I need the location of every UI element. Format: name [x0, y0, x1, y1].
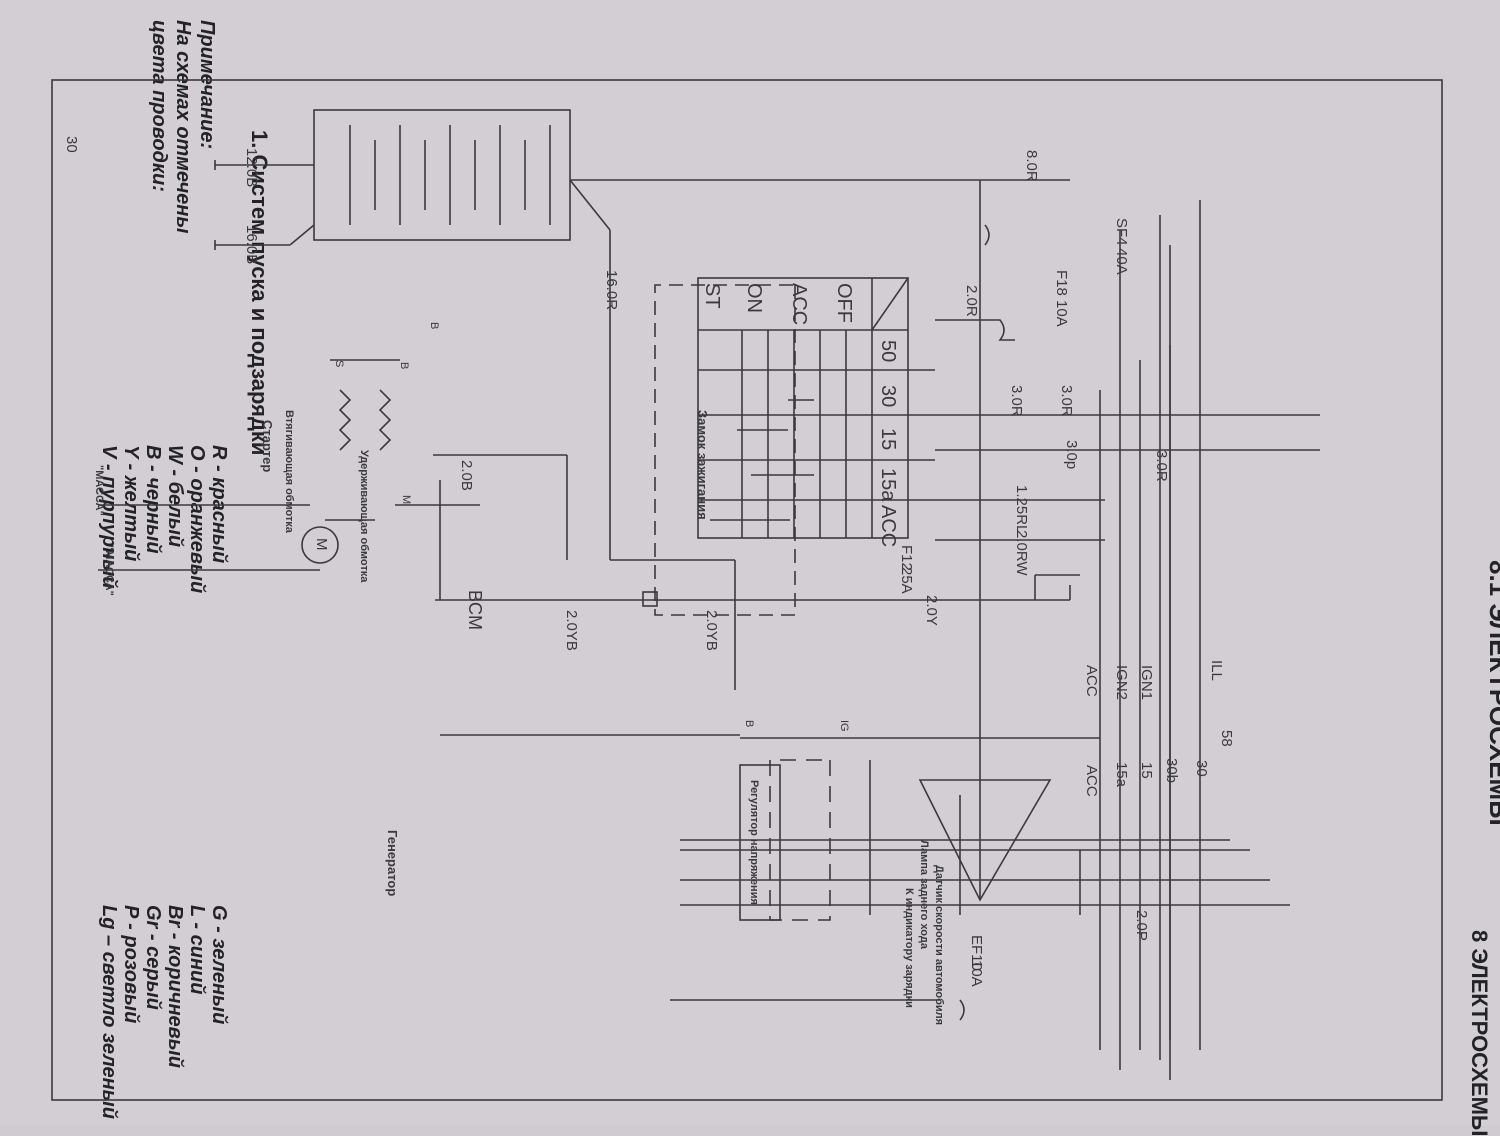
ign-term-50: 50: [877, 340, 899, 362]
fuse-sf4-rating: 40A: [1113, 248, 1130, 275]
bus-30: 30: [1193, 760, 1210, 777]
wire-2y: 2.0Y: [923, 595, 940, 626]
regulator-label: Регулятор напряжения: [748, 780, 760, 905]
wire-2yb-b: 2.0YB: [703, 610, 720, 651]
wire-16r: 16.0R: [603, 270, 620, 311]
fuse-f12-rating: 25A: [898, 567, 915, 594]
starter-term-b-top: B: [428, 322, 440, 330]
bus-ign2: IGN2: [1113, 665, 1130, 701]
battery-box: [313, 109, 571, 241]
wire-125rl: 1.25RL: [1013, 485, 1030, 534]
starter-hold-coil: Удерживающая обмотка: [358, 450, 370, 583]
bus-58: 58: [1218, 730, 1235, 747]
regulator-box: [739, 764, 781, 921]
starter-motor-label: M: [313, 538, 330, 551]
line-30-label: 30: [63, 136, 80, 153]
wire-8r: 8.0R: [1023, 150, 1040, 182]
wire-3r-a: 3.0R: [1058, 385, 1075, 417]
starter-term-b: B: [398, 362, 410, 370]
starter-title: Стартер: [260, 420, 275, 473]
bus-acc-a: ACC: [1083, 665, 1100, 697]
ign-term-15: 15: [877, 428, 899, 450]
ign-term-15a: 15a: [877, 468, 899, 502]
diagram-frame: [51, 79, 1443, 1101]
ign-term-30: 30: [877, 385, 899, 407]
bus-30b: 30b: [1163, 758, 1180, 784]
bus-acc-b: ACC: [1083, 765, 1100, 797]
fuse-sf4-name: SF4: [1113, 218, 1130, 246]
bus-ign1: IGN1: [1138, 665, 1155, 701]
wire-3r-c: 3.0R: [1153, 450, 1170, 482]
wire-2b: 2.0B: [458, 460, 475, 491]
ignition-switch-title: Замок зажигания: [695, 410, 710, 520]
wire-2rw: 2.0RW: [1013, 530, 1030, 576]
ign-pos-off: OFF: [833, 283, 855, 323]
wire-3r-b: 3.0R: [1008, 385, 1025, 417]
starter-motor-symbol: [301, 526, 339, 564]
ign-pos-st: ST: [701, 283, 723, 309]
wire-3p: 3.0p: [1063, 440, 1080, 470]
output-charge-indicator: К индикатору зарядки: [903, 888, 915, 1008]
bus-15: 15: [1138, 762, 1155, 779]
generator-title: Генератор: [385, 830, 400, 897]
output-reverse-lamp: Лампа заднего хода: [918, 840, 930, 949]
ign-pos-on: ON: [743, 283, 765, 313]
wire-2yb-a: 2.0YB: [563, 610, 580, 651]
starter-pull-coil: Втягивающая обмотка: [283, 410, 295, 533]
fuse-f18-name: F18: [1053, 270, 1070, 296]
ground-label-2: "МАССА": [103, 545, 115, 596]
bus-15a: 15a: [1113, 762, 1130, 788]
starter-term-s: S: [333, 360, 345, 368]
ign-term-acc: ACC: [877, 505, 899, 547]
fuse-f18-rating: 10A: [1053, 300, 1070, 327]
bus-ill: ILL: [1208, 660, 1225, 681]
bcm-label: BCM: [465, 590, 485, 630]
ignition-switch-grid: [697, 277, 909, 539]
output-speed-sensor: Датчик скорости автомобиля: [933, 865, 945, 1026]
generator-b-term: B: [743, 720, 755, 728]
wire-2op: 2.0P: [1133, 910, 1150, 941]
generator-ig-term: IG: [838, 720, 850, 732]
ign-pos-acc: ACC: [788, 283, 810, 325]
wire-2r: 2.0R: [963, 285, 980, 317]
starter-box: [654, 284, 796, 616]
starter-term-m: M: [400, 495, 412, 505]
wire-16b: 16.0B: [243, 225, 260, 265]
wire-12b: 12.0B: [243, 148, 260, 188]
fuse-ef10-rating: 10A: [968, 960, 985, 987]
ground-label-1: "МАССА": [93, 465, 105, 516]
